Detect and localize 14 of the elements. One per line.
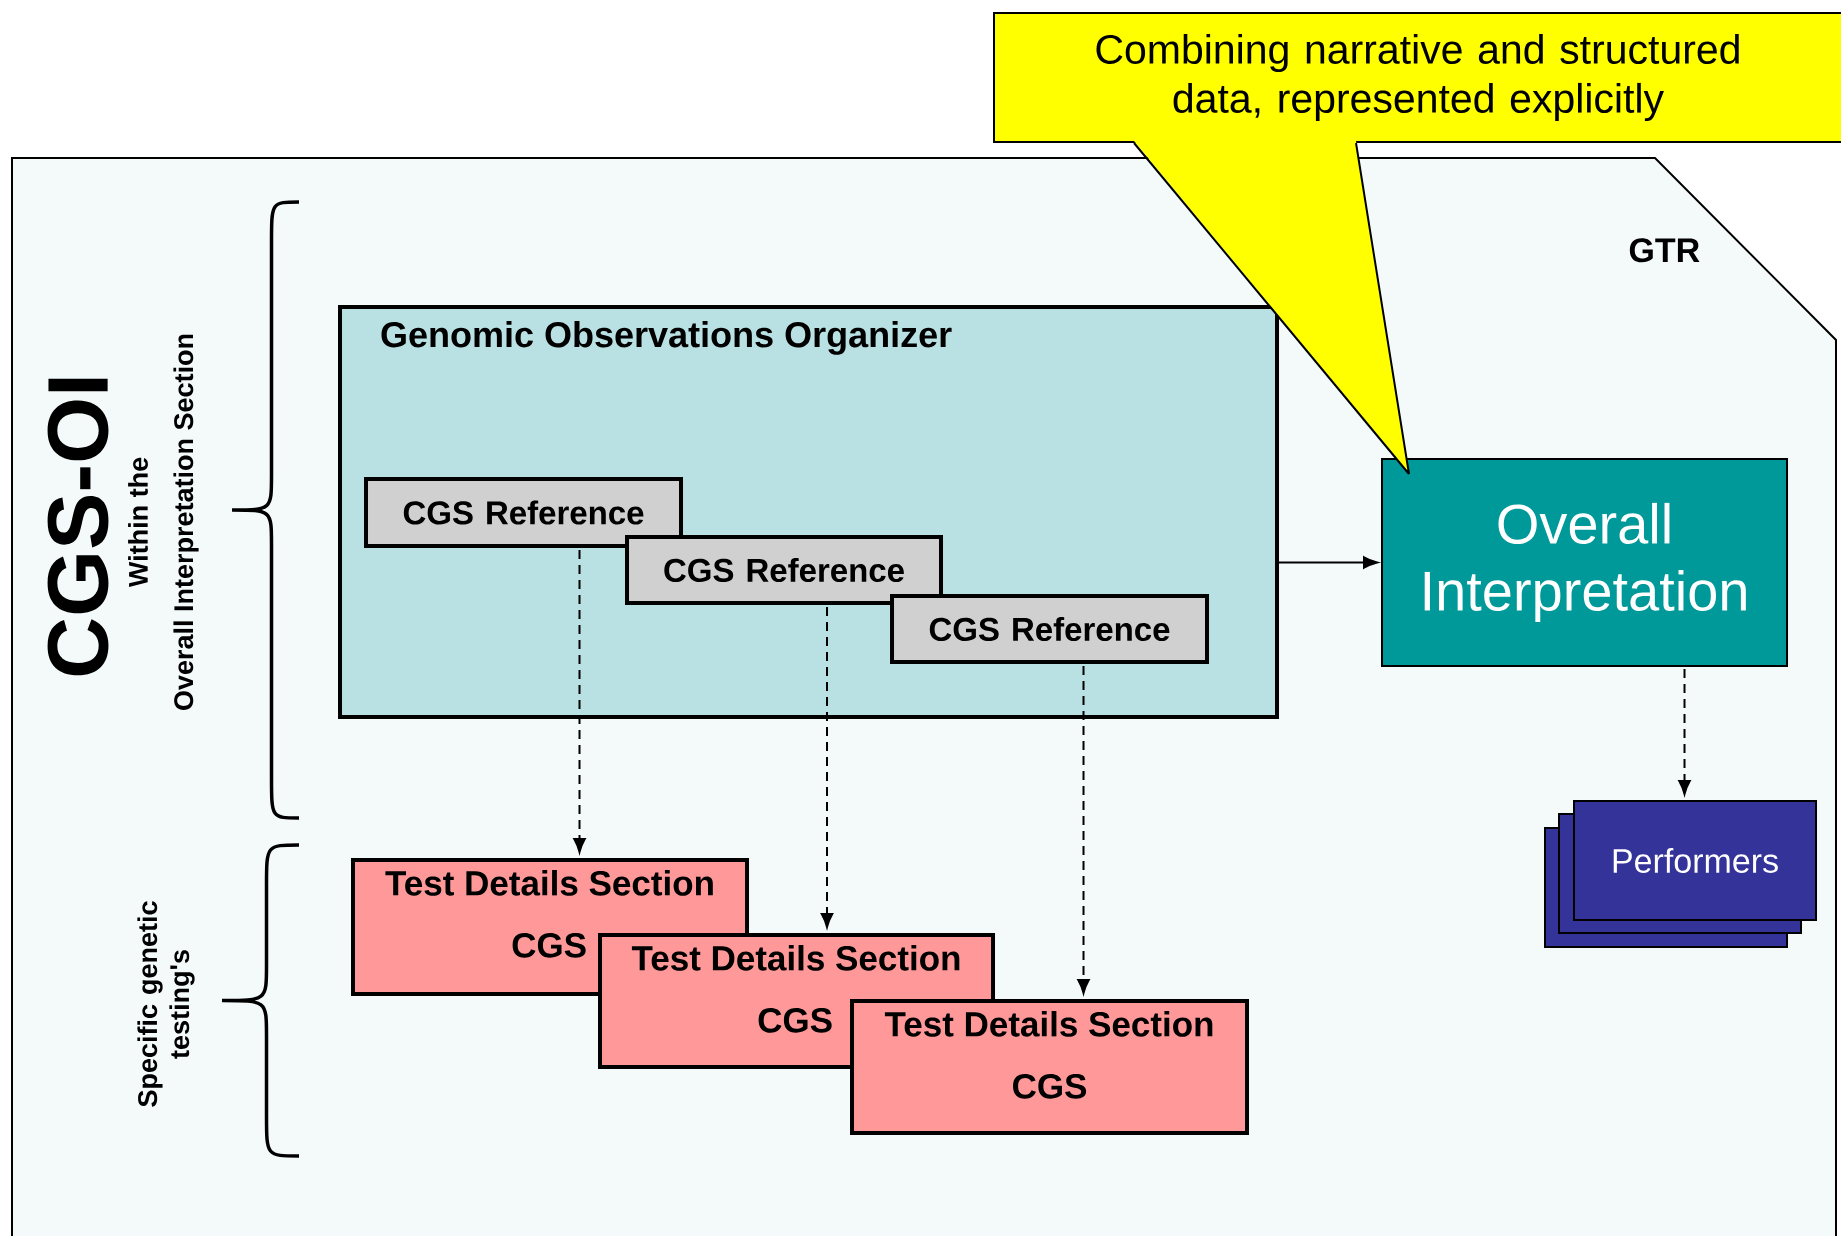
stacked-box: Performers bbox=[1544, 800, 1817, 948]
side-label: Specific genetic testing's bbox=[137, 901, 195, 1107]
reference-box: CGS Reference bbox=[364, 477, 683, 548]
rotated-title: CGS-OI bbox=[47, 378, 109, 676]
arrow bbox=[820, 606, 834, 928]
side-label: Overall Interpretation Section bbox=[173, 334, 199, 710]
callout-box: Combining narrative and structured data, represented explicitly bbox=[993, 12, 1841, 143]
side-label: Within the bbox=[128, 457, 148, 588]
reference-box: CGS Reference bbox=[625, 535, 943, 605]
arrow bbox=[1278, 556, 1379, 569]
section-box: Test Details Section CGS bbox=[850, 999, 1249, 1135]
callout-pointer bbox=[1133, 141, 1410, 475]
interpretation-box: Overall Interpretation bbox=[1381, 458, 1788, 667]
reference-box: CGS Reference bbox=[890, 594, 1209, 664]
